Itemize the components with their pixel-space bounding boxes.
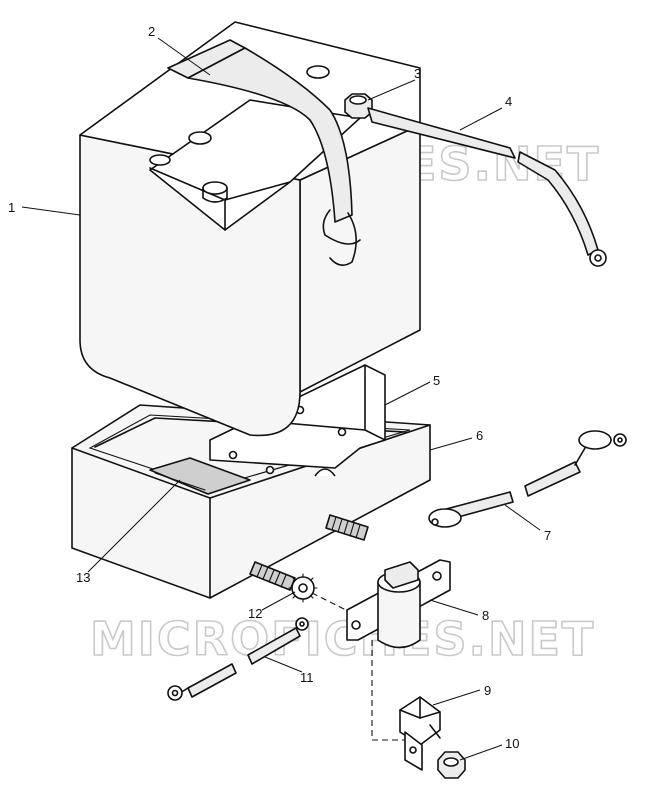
callout-12: 12 xyxy=(248,606,262,621)
terminal-nut xyxy=(344,93,373,119)
assembly-line-solenoid xyxy=(371,640,405,741)
starter-solenoid xyxy=(346,559,451,649)
callout-5: 5 xyxy=(433,373,440,388)
callout-2: 2 xyxy=(148,24,155,39)
tray-pad xyxy=(149,457,251,495)
mounting-stud-lower xyxy=(249,561,296,591)
star-lock-washer xyxy=(288,573,318,603)
callout-11: 11 xyxy=(300,670,314,685)
hold-down-strap xyxy=(167,39,361,266)
battery-holder-bracket xyxy=(209,364,386,477)
leader-lines xyxy=(21,37,541,761)
callout-10: 10 xyxy=(505,736,519,751)
callout-13: 13 xyxy=(76,570,90,585)
callout-8: 8 xyxy=(482,608,489,623)
watermark-bottom: MICROFICHES.NET xyxy=(90,612,595,666)
solenoid-cable xyxy=(428,430,627,528)
callout-3: 3 xyxy=(414,66,421,81)
mounting-stud-upper xyxy=(325,514,369,541)
callout-9: 9 xyxy=(484,683,491,698)
ground-cable xyxy=(167,617,309,701)
callout-1: 1 xyxy=(8,200,15,215)
callout-7: 7 xyxy=(544,528,551,543)
positive-battery-cable xyxy=(367,107,607,267)
relay-switch xyxy=(399,696,441,771)
hex-nut xyxy=(437,751,466,779)
callout-4: 4 xyxy=(505,94,512,109)
assembly-line-washer xyxy=(311,592,351,613)
callout-6: 6 xyxy=(476,428,483,443)
